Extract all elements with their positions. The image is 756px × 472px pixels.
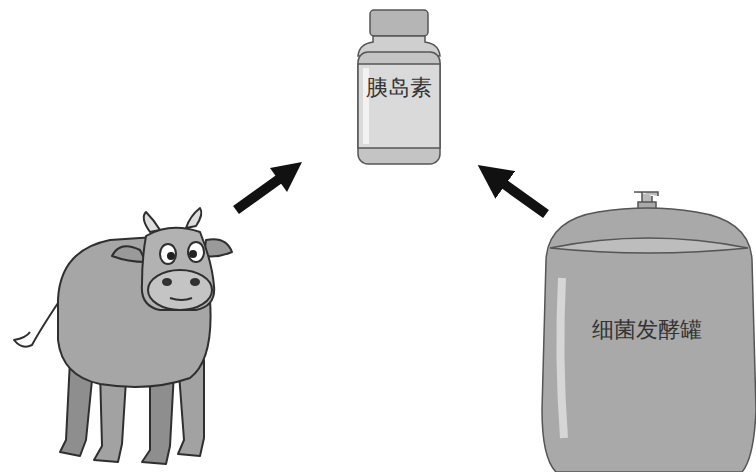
connector-arrow [489,173,546,214]
tank-body [542,208,756,472]
bottle-label-band [358,64,440,148]
cow-horn [144,212,160,232]
bottle-body [358,52,440,164]
arrow-head [270,162,302,192]
cow-eye [188,242,204,262]
cow-ear [112,246,146,262]
cow-pupil [189,250,197,258]
bottle-node: 胰岛素 [355,8,443,168]
tank-node: 细菌发酵罐 [538,188,756,472]
cow-nostril [163,279,171,285]
arrow-shaft [236,177,282,210]
cow-head [142,228,214,310]
cow-nostril [191,279,199,285]
cow-muzzle [148,270,212,310]
tank-drawing [542,192,756,472]
cow-tail [14,300,60,347]
node-label: 细菌发酵罐 [592,315,702,345]
tank-lid [550,238,748,253]
bottle-cap [370,10,428,36]
cow-horn [186,208,201,228]
tank-highlight [560,278,564,438]
cow-arrow [236,162,302,210]
bottle-drawing [358,10,440,164]
cow-eye [160,244,176,264]
cow-illustration [14,208,232,464]
node-label: 胰岛素 [366,73,432,103]
cow-pupil [167,252,175,260]
cow-mouth [170,298,192,300]
